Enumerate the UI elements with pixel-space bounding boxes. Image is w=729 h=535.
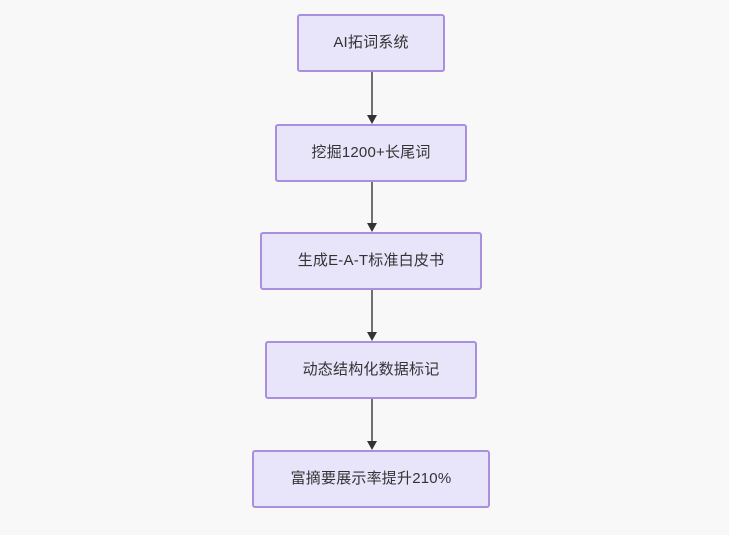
edge-n2-n3: [367, 182, 377, 232]
edge-line: [371, 290, 373, 333]
flow-node-label: 生成E-A-T标准白皮书: [297, 252, 445, 269]
flow-node-label: AI拓词系统: [333, 34, 409, 51]
edge-n1-n2: [367, 72, 377, 124]
flow-node-label: 挖掘1200+长尾词: [311, 144, 431, 161]
arrowhead-down-icon: [367, 115, 377, 124]
flow-node-generate-eat-whitepaper[interactable]: 生成E-A-T标准白皮书: [260, 232, 482, 290]
flow-node-dynamic-structured-data-markup[interactable]: 动态结构化数据标记: [265, 341, 477, 399]
flow-node-label: 动态结构化数据标记: [302, 361, 440, 378]
arrowhead-down-icon: [367, 441, 377, 450]
arrowhead-down-icon: [367, 332, 377, 341]
edge-n3-n4: [367, 290, 377, 341]
flow-node-ai-keyword-system[interactable]: AI拓词系统: [297, 14, 445, 72]
flow-node-label: 富摘要展示率提升210%: [290, 470, 452, 487]
edge-line: [371, 72, 373, 116]
edge-n4-n5: [367, 399, 377, 450]
flow-node-rich-snippet-impression-lift[interactable]: 富摘要展示率提升210%: [252, 450, 490, 508]
arrowhead-down-icon: [367, 223, 377, 232]
flow-node-mine-longtail-keywords[interactable]: 挖掘1200+长尾词: [275, 124, 467, 182]
edge-line: [371, 182, 373, 224]
edge-line: [371, 399, 373, 442]
